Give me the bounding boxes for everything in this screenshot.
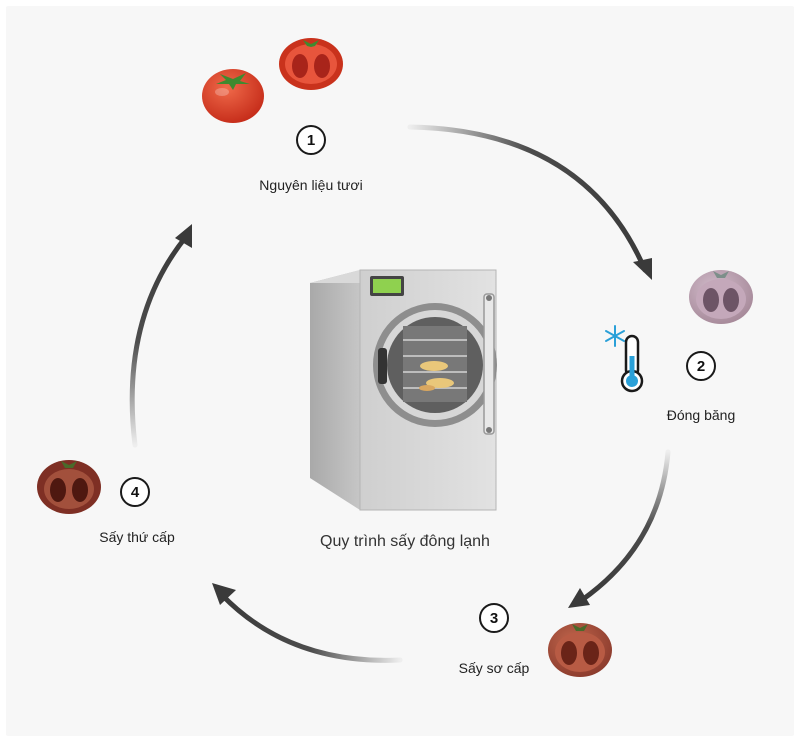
step-4-label: Sấy thứ cấp	[99, 529, 175, 545]
arrow-4-to-1	[129, 224, 192, 448]
tomato-half-icon	[279, 38, 343, 90]
thermometer-icon	[620, 334, 644, 393]
step-3-number: 3	[479, 603, 509, 633]
snowflake-icon	[605, 325, 625, 347]
frozen-tomato-icon	[689, 270, 753, 324]
step-4-number: 4	[120, 477, 150, 507]
dried-tomato-primary-icon	[548, 623, 612, 677]
arrow-2-to-3	[568, 449, 671, 608]
step-1-label: Nguyên liệu tươi	[259, 177, 363, 193]
step-3-label: Sấy sơ cấp	[458, 660, 530, 676]
dried-tomato-secondary-icon	[37, 460, 101, 514]
step-2-number: 2	[686, 351, 716, 381]
step-2-label: Đóng băng	[666, 407, 736, 423]
diagram-title: Quy trình sấy đông lạnh	[320, 533, 490, 550]
step-1-number: 1	[296, 125, 326, 155]
arrow-3-to-4	[212, 583, 403, 663]
tomato-whole-icon	[202, 69, 264, 123]
arrow-1-to-2	[407, 124, 652, 280]
freeze-dryer-machine	[310, 269, 497, 511]
